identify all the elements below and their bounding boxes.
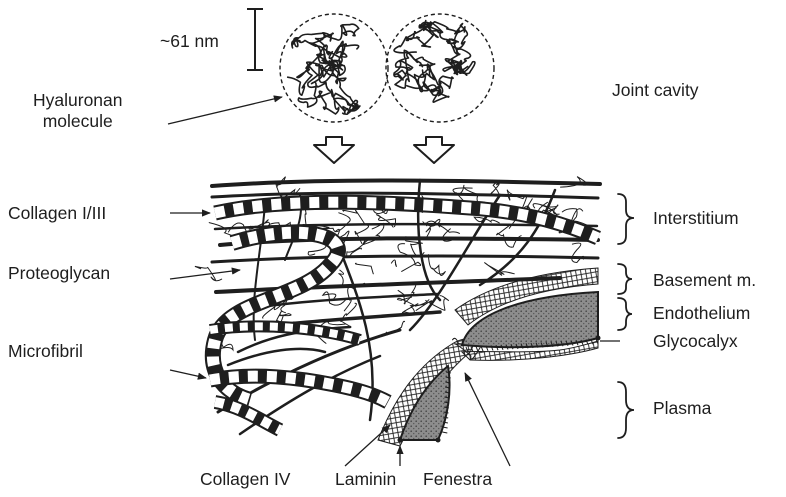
label-collagen-4: Collagen IV bbox=[200, 471, 290, 489]
scale-bar bbox=[247, 9, 263, 70]
label-microfibril: Microfibril bbox=[8, 343, 83, 361]
brace-endothelium bbox=[618, 298, 632, 330]
flow-arrow-right bbox=[414, 137, 454, 163]
brace-plasma bbox=[618, 382, 634, 438]
label-hyaluronan-molecule: Hyaluronan molecule bbox=[33, 90, 123, 133]
brace-basement bbox=[618, 264, 632, 294]
label-collagen-1-3: Collagen I/III bbox=[8, 205, 106, 223]
hyaluronan-molecule-left bbox=[280, 14, 388, 122]
label-fenestra: Fenestra bbox=[423, 471, 492, 489]
label-interstitium: Interstitium bbox=[653, 210, 739, 228]
label-hyaluronan-line1: Hyaluronan bbox=[33, 90, 123, 111]
leader-proteoglycan bbox=[170, 270, 240, 279]
scale-label: ~61 nm bbox=[160, 33, 219, 51]
label-hyaluronan-line2: molecule bbox=[33, 111, 123, 132]
label-plasma: Plasma bbox=[653, 400, 711, 418]
region-braces bbox=[618, 194, 634, 438]
label-glycocalyx: Glycocalyx bbox=[653, 333, 738, 351]
hyaluronan-molecule-right bbox=[386, 14, 494, 122]
label-joint-cavity: Joint cavity bbox=[612, 82, 699, 100]
label-proteoglycan: Proteoglycan bbox=[8, 265, 110, 283]
flow-arrow-left bbox=[314, 137, 354, 163]
label-endothelium: Endothelium bbox=[653, 305, 750, 323]
label-basement-membrane: Basement m. bbox=[653, 272, 756, 290]
label-laminin: Laminin bbox=[335, 471, 396, 489]
leader-hyaluronan bbox=[168, 97, 282, 124]
leader-fenestra bbox=[465, 373, 510, 466]
brace-interstitium bbox=[618, 194, 634, 244]
leader-microfibril bbox=[170, 370, 206, 378]
leader-collagen-4 bbox=[345, 425, 390, 466]
